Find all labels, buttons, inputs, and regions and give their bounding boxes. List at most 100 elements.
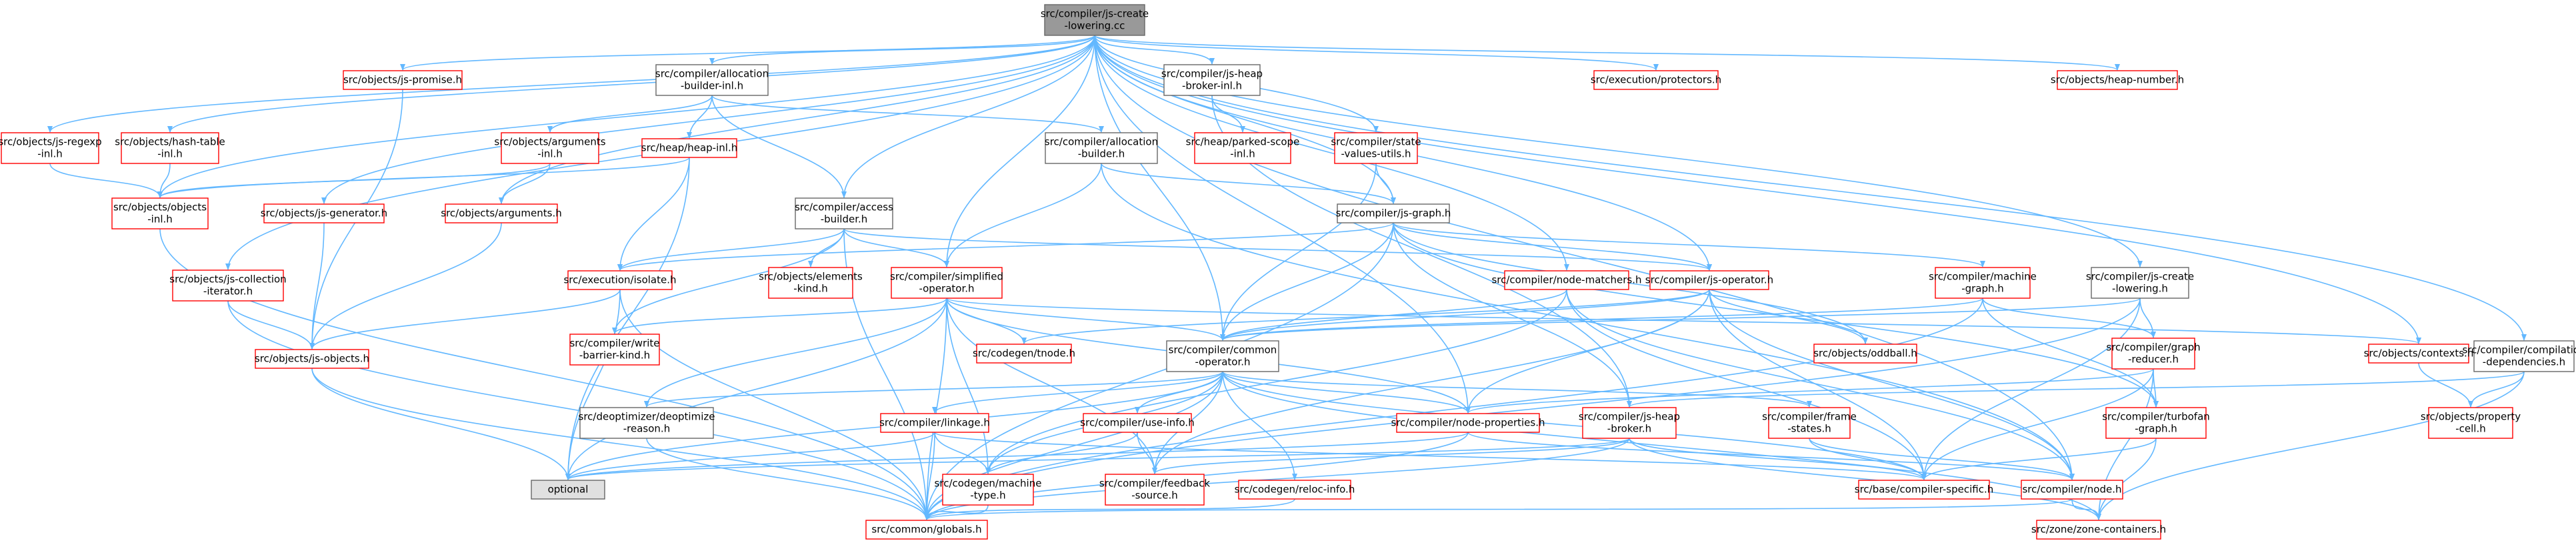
node-deopt[interactable]: src/deoptimizer/deoptimize-reason.h [579, 407, 715, 439]
node-label-graphreducer-1: -reducer.h [2128, 354, 2179, 366]
node-label-allocbuilder-0: src/compiler/allocation [1045, 136, 1158, 148]
node-label-jsheapbrokerh-1: -broker.h [1607, 423, 1651, 435]
edge-machinegraph-to-graphreducer [1982, 298, 2156, 338]
node-label-statevalues-1: -values-utils.h [1341, 148, 1411, 160]
node-nodematchers[interactable]: src/compiler/node-matchers.h [1491, 270, 1642, 290]
node-writebarrier[interactable]: src/compiler/write-barrier-kind.h [569, 334, 660, 366]
node-globals[interactable]: src/common/globals.h [865, 520, 988, 540]
node-protectors[interactable]: src/execution/protectors.h [1591, 70, 1721, 90]
edge-root-to-heapnumber [1094, 35, 2120, 71]
node-feedback[interactable]: src/compiler/feedback-source.h [1099, 474, 1211, 506]
edge-regexp-to-objinl [49, 163, 163, 198]
node-tnode[interactable]: src/codegen/tnode.h [973, 344, 1075, 364]
node-elementskind[interactable]: src/objects/elements-kind.h [759, 267, 863, 299]
node-box-parkedscope [1194, 132, 1291, 164]
node-collection[interactable]: src/objects/js-collection-iterator.h [169, 269, 287, 302]
node-graphreducer[interactable]: src/compiler/graph-reducer.h [2106, 338, 2201, 370]
node-label-collection-0: src/objects/js-collection [169, 274, 286, 286]
node-root[interactable]: src/compiler/js-create-lowering.cc [1041, 4, 1149, 36]
node-useinfo[interactable]: src/compiler/use-info.h [1080, 413, 1195, 433]
node-zonecontainers[interactable]: src/zone/zone-containers.h [2031, 520, 2166, 540]
node-machinetype[interactable]: src/codegen/machine-type.h [935, 474, 1042, 506]
edge-nodeprops-to-nodeh [1467, 432, 2075, 480]
node-optional[interactable]: optional [531, 480, 605, 500]
node-label-accessbuilder-1: -builder.h [821, 213, 868, 225]
node-jsheapbroker[interactable]: src/compiler/js-heap-broker-inl.h [1161, 64, 1263, 96]
node-nodeprops[interactable]: src/compiler/node-properties.h [1391, 413, 1545, 433]
node-label-jscreatelowh-0: src/compiler/js-create [2086, 271, 2194, 283]
edge-jsgenerator-to-jsobjects [309, 222, 325, 350]
node-label-statevalues-0: src/compiler/state [1331, 136, 1421, 148]
node-machinegraph[interactable]: src/compiler/machine-graph.h [1929, 267, 2037, 299]
node-framestates[interactable]: src/compiler/frame-states.h [1762, 407, 1857, 439]
node-isolate[interactable]: src/execution/isolate.h [563, 270, 677, 290]
node-label-zonecontainers-0: src/zone/zone-containers.h [2031, 524, 2166, 536]
edge-jsoperator-to-tnode [1021, 289, 1710, 344]
node-promise[interactable]: src/objects/js-promise.h [343, 70, 463, 90]
node-box-collection [172, 269, 284, 302]
edge-simplified-to-contexts [946, 298, 2421, 344]
node-heapnumber[interactable]: src/objects/heap-number.h [2051, 70, 2184, 90]
node-simplified[interactable]: src/compiler/simplified-operator.h [890, 267, 1003, 299]
node-statevalues[interactable]: src/compiler/state-values-utils.h [1331, 132, 1421, 164]
edge-nodematchers-to-compilerspecific [1566, 289, 1927, 480]
node-argsinl[interactable]: src/objects/arguments-inl.h [494, 132, 606, 164]
edge-root-to-protectors [1094, 35, 1659, 71]
edge-graphreducer-to-nodeprops [1465, 368, 2154, 414]
edge-jscreatelowh-to-compilerspecific [1921, 298, 2141, 480]
node-accessbuilder[interactable]: src/compiler/access-builder.h [795, 197, 893, 229]
edge-machinegraph-to-commonop [1220, 298, 1983, 341]
node-turbofangraph[interactable]: src/compiler/turbofan-graph.h [2102, 407, 2210, 439]
edge-collection-to-globals [227, 300, 929, 520]
node-box-turbofangraph [2105, 407, 2207, 439]
node-box-statevalues [1334, 132, 1418, 164]
node-heapinl[interactable]: src/heap/heap-inl.h [641, 138, 737, 158]
node-contexts[interactable]: src/objects/contexts.h [2364, 344, 2474, 364]
edge-allocinl-to-accessbuilder [711, 95, 847, 198]
node-regexp[interactable]: src/objects/js-regexp-inl.h [0, 132, 102, 164]
edge-root-to-objinl [157, 35, 1095, 198]
edge-jsobjects-to-optional [311, 368, 571, 480]
node-nodeh[interactable]: src/compiler/node.h [2021, 480, 2123, 500]
node-jsgenerator[interactable]: src/objects/js-generator.h [261, 203, 387, 223]
edge-jsoperator-to-nodeh [1709, 289, 2075, 480]
node-box-elementskind [768, 267, 853, 299]
node-box-accessbuilder [795, 197, 893, 229]
node-box-oddball [1813, 344, 1917, 364]
node-parkedscope[interactable]: src/heap/parked-scope-inl.h [1186, 132, 1300, 164]
node-box-nodeh [2021, 480, 2123, 500]
node-box-allocinl [655, 64, 769, 96]
node-linkage[interactable]: src/compiler/linkage.h [879, 413, 990, 433]
edge-root-to-jsheapbroker [1094, 35, 1215, 65]
node-commonop[interactable]: src/compiler/common-operator.h [1166, 340, 1279, 372]
node-box-protectors [1593, 70, 1719, 90]
edge-jsoperator-to-compilerspecific [1709, 289, 1927, 480]
node-label-framestates-1: -states.h [1787, 423, 1831, 435]
node-jsheapbrokerh[interactable]: src/compiler/js-heap-broker.h [1579, 407, 1680, 439]
edge-machinegraph-to-turbofangraph [1982, 298, 2159, 408]
edge-accessbuilder-to-writebarrier [612, 228, 845, 334]
node-relocinfo[interactable]: src/codegen/reloc-info.h [1235, 480, 1355, 500]
node-compilerspecific[interactable]: src/base/compiler-specific.h [1855, 480, 1993, 500]
node-box-contexts [2368, 344, 2469, 364]
node-label-feedback-0: src/compiler/feedback [1099, 478, 1211, 490]
node-propertycell[interactable]: src/objects/property-cell.h [2421, 407, 2521, 439]
node-label-jsoperator-0: src/compiler/js-operator.h [1645, 274, 1773, 286]
node-hashtable[interactable]: src/objects/hash-table-inl.h [115, 132, 225, 164]
node-jscreatelowh[interactable]: src/compiler/js-create-lowering.h [2086, 267, 2194, 299]
node-jsoperator[interactable]: src/compiler/js-operator.h [1645, 270, 1773, 290]
node-oddball[interactable]: src/objects/oddball.h [1813, 344, 1917, 364]
edge-commonop-to-linkage [932, 371, 1223, 414]
node-allocbuilder[interactable]: src/compiler/allocation-builder.h [1045, 132, 1158, 164]
node-objinl[interactable]: src/objects/objects-inl.h [111, 197, 209, 229]
node-allocinl[interactable]: src/compiler/allocation-builder-inl.h [655, 64, 769, 96]
node-arguments[interactable]: src/objects/arguments.h [441, 203, 562, 223]
node-jsgraph[interactable]: src/compiler/js-graph.h [1336, 203, 1451, 223]
node-box-commonop [1166, 340, 1279, 372]
edge-contexts-to-propertycell [2418, 362, 2473, 408]
node-label-turbofangraph-0: src/compiler/turbofan [2102, 411, 2210, 423]
node-compdeps[interactable]: src/compiler/compilation-dependencies.h [2462, 340, 2576, 372]
edge-jsheapbrokerh-to-zonecontainers [1629, 438, 2101, 520]
node-jsobjects[interactable]: src/objects/js-objects.h [255, 349, 369, 369]
edge-root-to-simplified [944, 35, 1095, 267]
